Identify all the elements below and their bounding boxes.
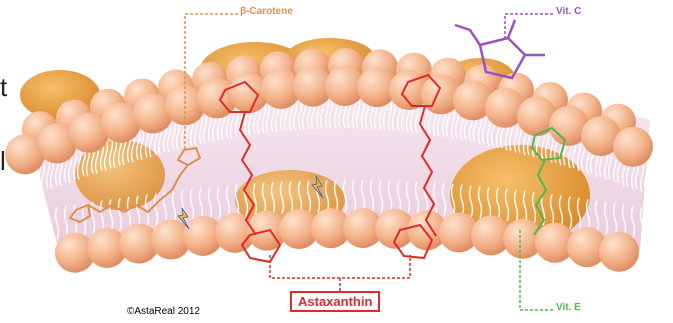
cropped-edge-text: t bbox=[0, 72, 7, 103]
astaxanthin-label: Astaxanthin bbox=[290, 291, 380, 312]
lipid-tail bbox=[29, 212, 32, 244]
lipid-tail bbox=[38, 210, 41, 242]
cropped-edge-text: l bbox=[0, 146, 6, 177]
vitamin-c-label: Vit. C bbox=[556, 6, 581, 17]
beta-carotene-label: β-Carotene bbox=[240, 6, 293, 17]
lipid-head bbox=[613, 127, 653, 167]
copyright-text: ©AstaReal 2012 bbox=[127, 306, 200, 317]
lipid-head bbox=[599, 232, 639, 272]
lipid-tail bbox=[47, 209, 50, 241]
vitamin-e-label: Vit. E bbox=[556, 302, 581, 313]
